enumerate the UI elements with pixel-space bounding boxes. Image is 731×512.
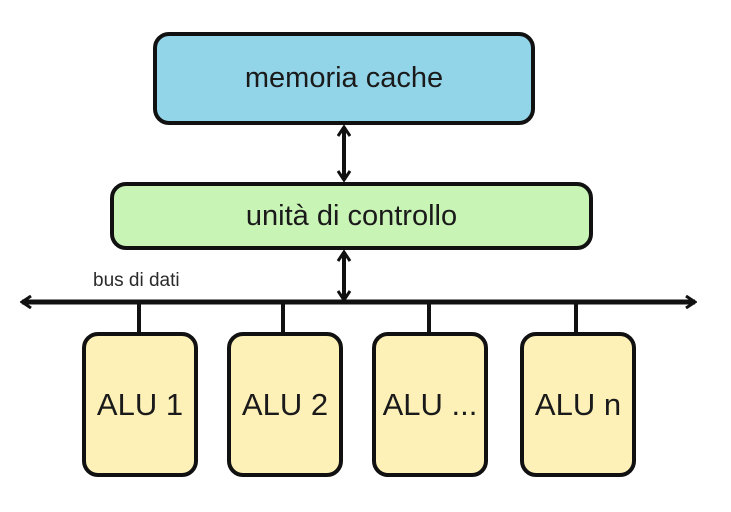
alu-label: ALU n: [534, 386, 622, 422]
control-unit-label: unità di controllo: [245, 199, 458, 232]
alu-label: ALU ...: [382, 386, 478, 422]
alu-label: ALU 1: [96, 386, 184, 422]
alu-box-n: ALU n: [520, 332, 636, 477]
alu-box-1: ALU 1: [82, 332, 198, 477]
alu-box-2: ALU 2: [227, 332, 343, 477]
alu-label: ALU 2: [241, 386, 329, 422]
data-bus-label: bus di dati: [93, 270, 180, 291]
cache-memory-label: memoria cache: [244, 62, 444, 94]
cache-memory-box: memoria cache: [153, 32, 535, 125]
alu-box-ellipsis: ALU ...: [372, 332, 488, 477]
control-unit-box: unità di controllo: [110, 182, 593, 250]
